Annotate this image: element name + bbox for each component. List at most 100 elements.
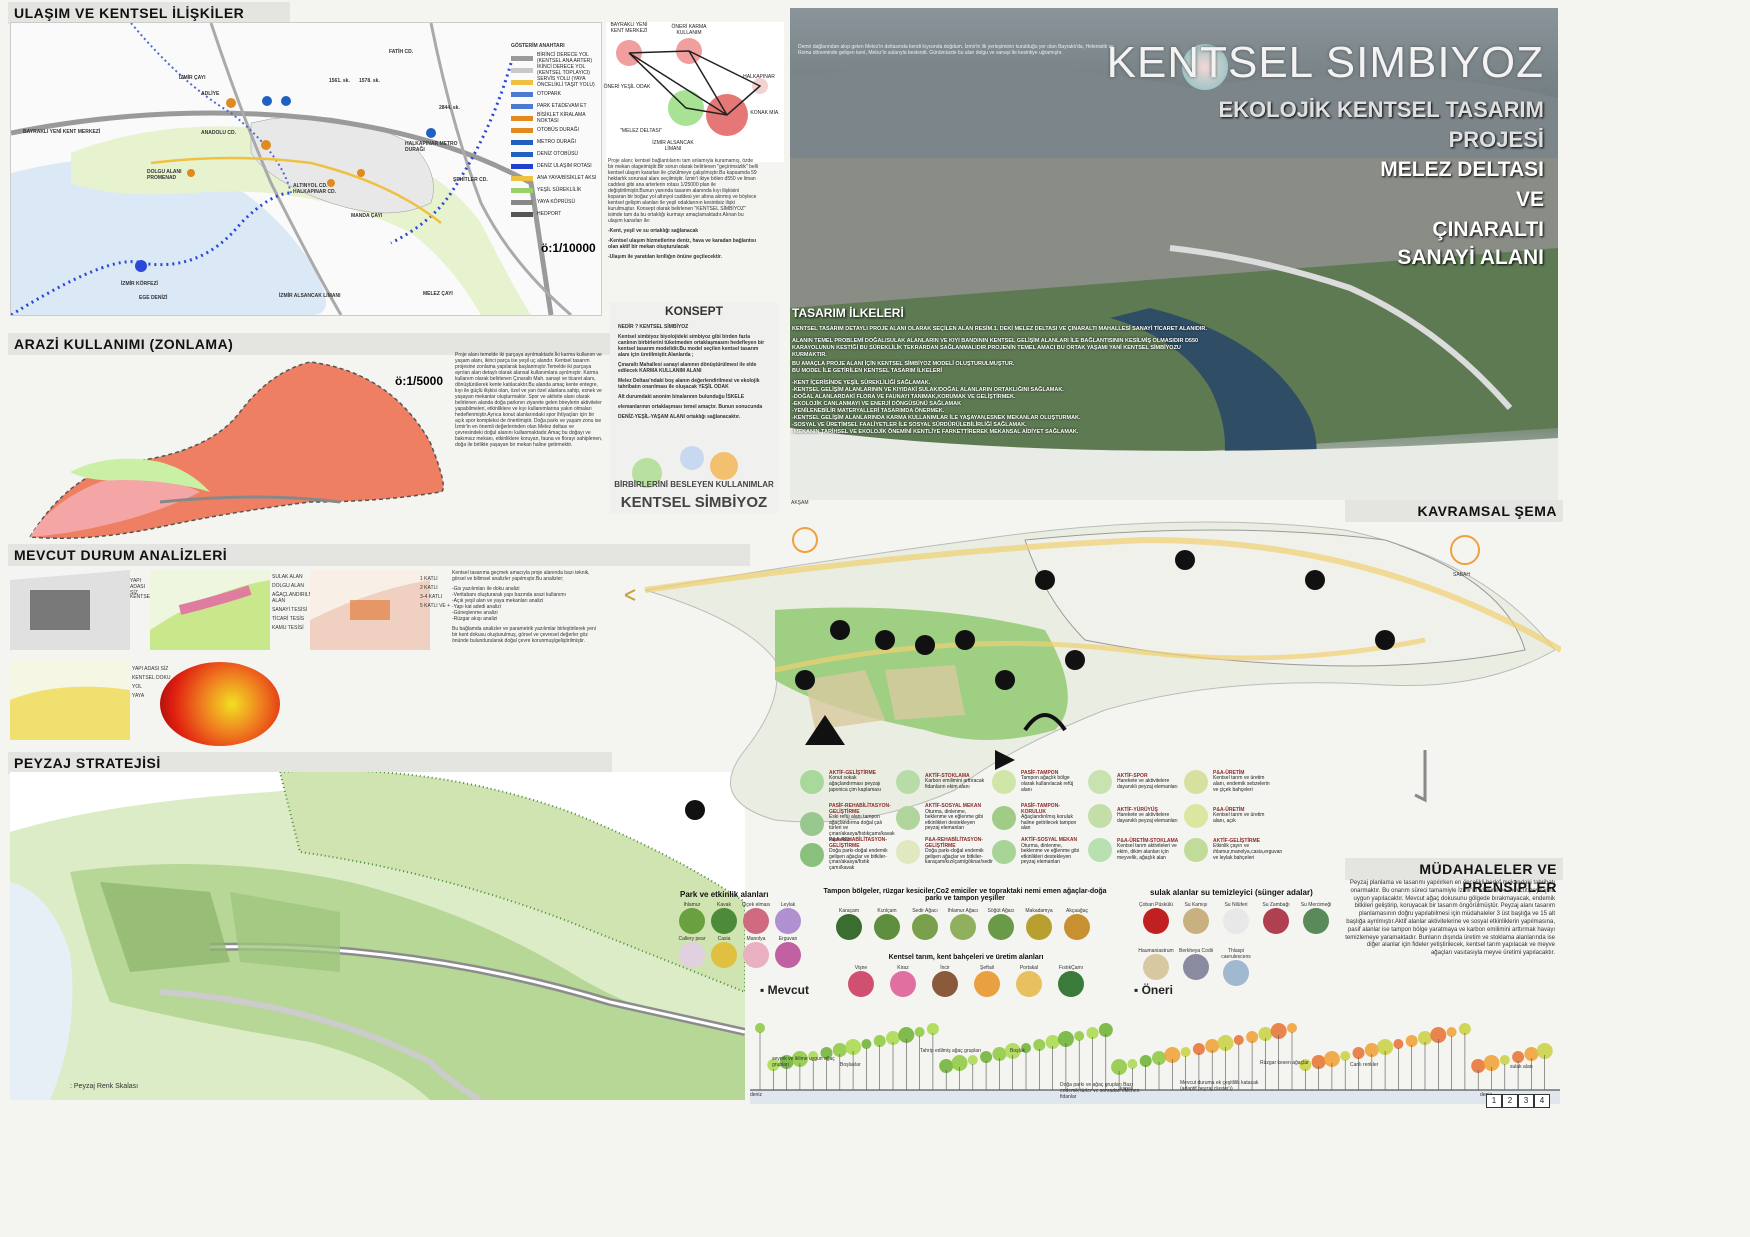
plant-image [1183, 954, 1209, 980]
section-tree [1364, 1043, 1379, 1057]
analysis-list-item: -Yapı kat adedi analizi [452, 604, 501, 610]
plant-image [988, 914, 1014, 940]
section-tree [886, 1031, 900, 1045]
analysis-paragraph: Kentsel tasarıma geçmek amacıyla proje a… [452, 570, 590, 582]
section-tree [1086, 1027, 1099, 1039]
map-label: HALKAPINAR METRO DURAĞI [405, 141, 458, 153]
plant-image [743, 942, 769, 968]
plant-name: Sedir Ağacı [912, 908, 938, 914]
legend-label: OTOBÜS DURAĞI [537, 127, 579, 133]
existing-label-text: Mevcut [767, 983, 809, 997]
plant-name: Çoban Püskülü [1139, 902, 1173, 908]
analysis-map-floors [310, 570, 430, 650]
plant-name: Callery pear [678, 936, 706, 942]
legend-label: DENİZ OTOBÜSÜ [537, 151, 579, 157]
section-tree [1217, 1035, 1234, 1051]
legend-label: HEDPORT [537, 211, 562, 217]
strategy-title: AKTİF-SOSYAL MEKAN [1021, 837, 1078, 843]
plant-image [1026, 914, 1052, 940]
plant-item: Şeftali [966, 965, 1008, 998]
legend-swatch [511, 139, 533, 145]
strategy-text: Kentsel tarım aktiviteleri ve ekim, diki… [1117, 843, 1177, 861]
plant-item: Akçaağaç [1058, 908, 1096, 941]
hero-place: VE [1515, 188, 1544, 211]
strategy-text: Karbon emilimini arttıracak fidanların e… [925, 778, 985, 790]
plant-item: Leylak [772, 902, 804, 935]
section-label: Rüzgar kesen ağaçlar [1260, 1060, 1309, 1066]
analysis-legend: YAPI ADASI SİZ [130, 578, 146, 596]
strategy-swatch [1088, 804, 1112, 828]
plant-image [874, 914, 900, 940]
section-tree [1205, 1039, 1220, 1053]
map-label: İZMİR ALSANCAK LİMANI [279, 293, 341, 299]
strategy-title: P&A-REHABİLİTASYON-GELİŞTİRME [925, 837, 983, 849]
node-label: ÖNERİ YEŞİL ODAK [603, 84, 651, 90]
plant-item: Makadamya [1020, 908, 1058, 941]
map-label: İZMİR KÖRFEZİ [121, 281, 158, 287]
legend-label: ANA YAYA/BİSİKLET AKSI [537, 175, 597, 181]
page-number-1[interactable]: 1 [1486, 1094, 1502, 1108]
legend-item: ANA YAYA/BİSİKLET AKSI [511, 172, 599, 184]
strategy-title: AKTİF-GELİŞTİRME [829, 769, 876, 776]
page-number-4[interactable]: 4 [1534, 1094, 1550, 1108]
section-label: Boşluklar [840, 1062, 861, 1068]
section-tree [1111, 1059, 1128, 1075]
scheme-urban [1024, 529, 1526, 667]
section-tree [861, 1039, 872, 1049]
secondary-road [209, 23, 343, 315]
landscape-color-scale: : Peyzaj Renk Skalası [70, 1083, 139, 1090]
plant-item: Su Nilüferi [1216, 902, 1256, 935]
activity-icon [1065, 650, 1085, 670]
plant-image [912, 914, 938, 940]
strategy-swatch [800, 842, 824, 867]
plant-name: Kızılçam [877, 908, 897, 914]
legend-swatch [511, 163, 533, 169]
urban-tree-grid [278, 772, 745, 994]
section-tree [980, 1051, 993, 1063]
sea-route [390, 62, 513, 245]
section-tree [1098, 1023, 1113, 1037]
transport-text: Proje alanı; kentsel bağlantılarını tam … [608, 158, 758, 264]
section-tree [1057, 1031, 1074, 1047]
section-label: Canlı renkler [1350, 1062, 1379, 1068]
hero-place: MELEZ DELTASI [1380, 158, 1544, 181]
plant-image [932, 971, 958, 997]
section-tree [1323, 1051, 1340, 1067]
page-number-3[interactable]: 3 [1518, 1094, 1534, 1108]
analysis-wind-map [160, 662, 280, 746]
section-label: deniz [750, 1092, 762, 1098]
plant-image [1223, 908, 1249, 934]
analysis-text: Kentsel tasarıma geçmek amacıyla proje a… [452, 570, 602, 648]
plant-group-title: Park ve etkinlik alanları [680, 890, 769, 899]
plant-group-title: Kentsel tarım, kent bahçeleri ve üretim … [888, 954, 1044, 961]
plant-name: Casia [717, 936, 731, 942]
strategy-text: Doğa parkı-doğal endemik gelişen ağaçlar… [925, 848, 993, 866]
analysis-list-item: -Açık yeşil alan ve yaya mekanları anali… [452, 598, 544, 604]
plant-image [775, 908, 801, 934]
plant-item: Çiçek elması [740, 902, 772, 935]
legend-swatch [511, 187, 533, 193]
principle-item: -KENT İÇERİSİNDE YEŞİL SÜREKLİLİĞİ SAĞLA… [792, 380, 931, 386]
analysis-list-item: -Veritabanı oluşturarak yapı bazında ara… [452, 592, 566, 598]
plant-name: İncir [940, 965, 950, 971]
concept-links [628, 50, 762, 116]
page-number-2[interactable]: 2 [1502, 1094, 1518, 1108]
strategy-text: Eski refüj alanı tampon ağaçlandırma doğ… [829, 814, 895, 843]
principles-intro: KENTSEL TASARIM DETAYLI PROJE ALANI OLAR… [792, 326, 1207, 332]
landscape-drawing [10, 772, 745, 1100]
section-tree [1152, 1051, 1166, 1065]
legend-item: HEDPORT [511, 208, 599, 220]
legend-label: BİSİKLET KİRALAMA NOKTASI [537, 112, 586, 124]
plant-image [743, 908, 769, 934]
activity-icon [830, 620, 850, 640]
hero-logo [1182, 44, 1228, 90]
section-tree [967, 1055, 978, 1065]
plant-item: Casia [708, 936, 740, 969]
